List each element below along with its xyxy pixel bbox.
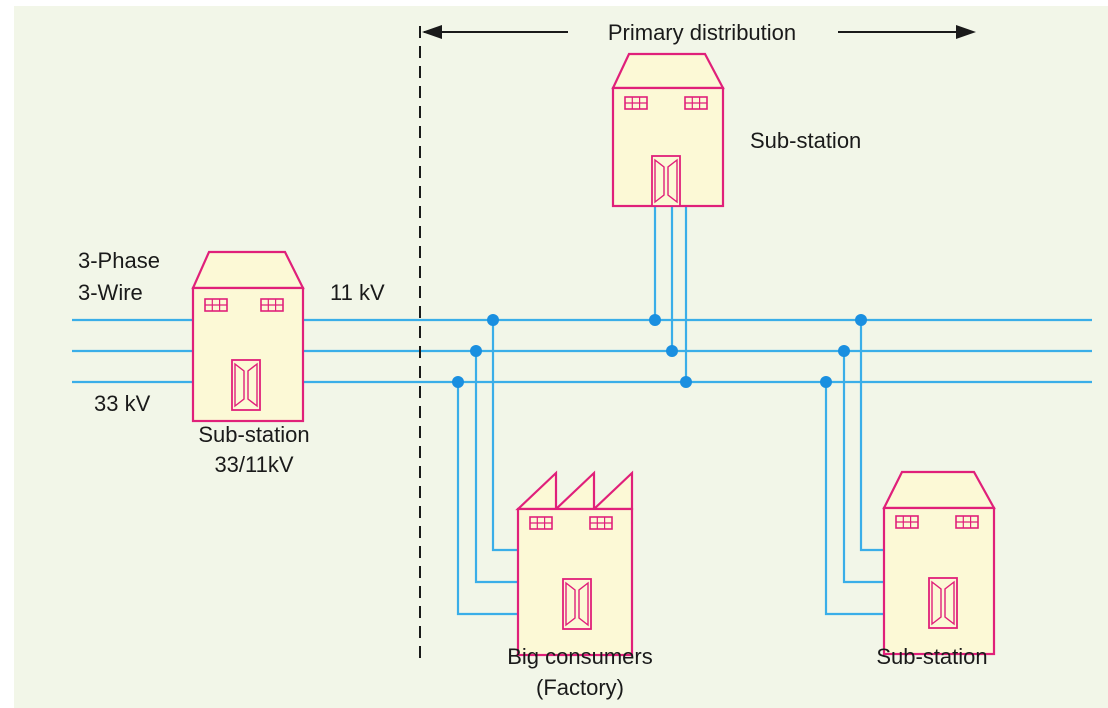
right-substation-label: Sub-station	[876, 644, 987, 669]
incoming-33kv-lines	[72, 318, 195, 384]
arrow-left-icon	[422, 25, 442, 39]
junction-node	[820, 376, 832, 388]
junction-node	[470, 345, 482, 357]
primary-distribution-label: Primary distribution	[608, 20, 796, 45]
factory-sublabel: (Factory)	[536, 675, 624, 700]
junction-node	[838, 345, 850, 357]
three-phase-label: 3-Phase	[78, 248, 160, 273]
factory-label: Big consumers	[507, 644, 653, 669]
junction-node	[666, 345, 678, 357]
incoming-voltage-label: 33 kV	[94, 391, 151, 416]
junction-node	[452, 376, 464, 388]
junction-node	[680, 376, 692, 388]
primary-11kv-lines	[303, 318, 1092, 384]
junction-nodes	[452, 314, 867, 388]
substation-building-icon	[191, 250, 305, 423]
top-substation-taps	[653, 205, 688, 382]
factory-building-icon	[515, 470, 634, 657]
substation-building-icon	[882, 470, 996, 656]
main-substation-label: Sub-station	[198, 422, 309, 447]
junction-node	[487, 314, 499, 326]
factory-taps	[456, 320, 520, 616]
top-substation-label: Sub-station	[750, 128, 861, 153]
arrow-right-icon	[956, 25, 976, 39]
junction-node	[649, 314, 661, 326]
substation-building-icon	[611, 52, 725, 208]
three-wire-label: 3-Wire	[78, 280, 143, 305]
main-substation-ratio-label: 33/11kV	[214, 452, 293, 477]
distribution-voltage-label: 11 kV	[330, 280, 385, 305]
right-substation-taps	[824, 320, 886, 616]
primary-distribution-arrow: Primary distribution	[422, 20, 976, 45]
junction-node	[855, 314, 867, 326]
